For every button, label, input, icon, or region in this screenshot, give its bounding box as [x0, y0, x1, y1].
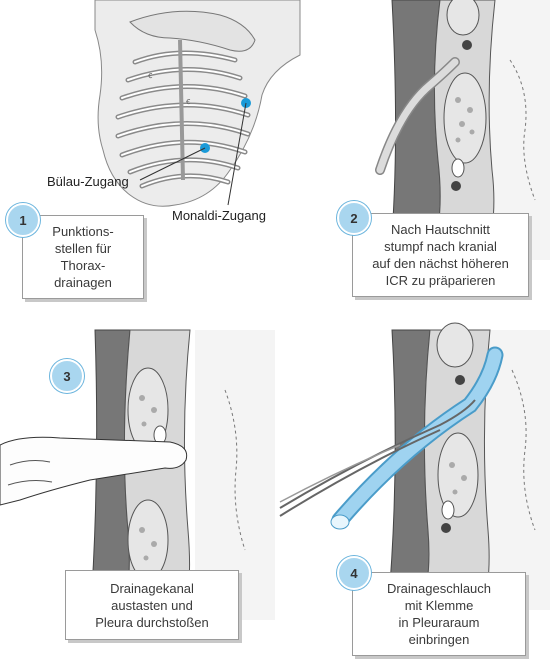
- caption-2-line-2: stumpf nach kranial: [353, 238, 528, 255]
- caption-box-2: Nach Hautschnitt stumpf nach kranial auf…: [352, 213, 529, 297]
- panel-3-illustration: Drainagekanal austasten und Pleura durch…: [0, 330, 275, 660]
- caption-2-line-4: ICR zu präparieren: [353, 272, 528, 289]
- caption-2-line-1: Nach Hautschnitt: [353, 221, 528, 238]
- panel-1-thorax-illustration: ꞓ ꞓ Bülau-Zugang Monaldi-Zugang Punktion…: [0, 0, 275, 310]
- caption-3-line-1: Drainagekanal: [66, 580, 238, 597]
- panel-2-illustration: Nach Hautschnitt stumpf nach kranial auf…: [280, 0, 550, 310]
- caption-2-line-3: auf den nächst höheren: [353, 255, 528, 272]
- caption-box-3: Drainagekanal austasten und Pleura durch…: [65, 570, 239, 640]
- caption-4-line-4: einbringen: [353, 631, 525, 648]
- caption-3-line-3: Pleura durchstoßen: [66, 614, 238, 631]
- panel-4-illustration: Drainageschlauch mit Klemme in Pleurarau…: [280, 330, 550, 660]
- monaldi-label: Monaldi-Zugang: [172, 208, 266, 223]
- step-badge-2: 2: [337, 201, 371, 235]
- caption-4-line-3: in Pleuraraum: [353, 614, 525, 631]
- caption-1-line-4: drainagen: [23, 274, 143, 291]
- caption-1-line-1: Punktions-: [23, 223, 143, 240]
- step-badge-1: 1: [6, 203, 40, 237]
- step-badge-4: 4: [337, 556, 371, 590]
- caption-1-line-2: stellen für: [23, 240, 143, 257]
- caption-3-line-2: austasten und: [66, 597, 238, 614]
- caption-4-line-2: mit Klemme: [353, 597, 525, 614]
- step-badge-3: 3: [50, 359, 84, 393]
- caption-4-line-1: Drainageschlauch: [353, 580, 525, 597]
- caption-box-4: Drainageschlauch mit Klemme in Pleurarau…: [352, 572, 526, 656]
- caption-1-line-3: Thorax-: [23, 257, 143, 274]
- svg-text:ꞓ: ꞓ: [186, 96, 191, 106]
- buelau-label: Bülau-Zugang: [47, 174, 129, 189]
- svg-text:ꞓ: ꞓ: [148, 70, 153, 80]
- caption-box-1: Punktions- stellen für Thorax- drainagen: [22, 215, 144, 299]
